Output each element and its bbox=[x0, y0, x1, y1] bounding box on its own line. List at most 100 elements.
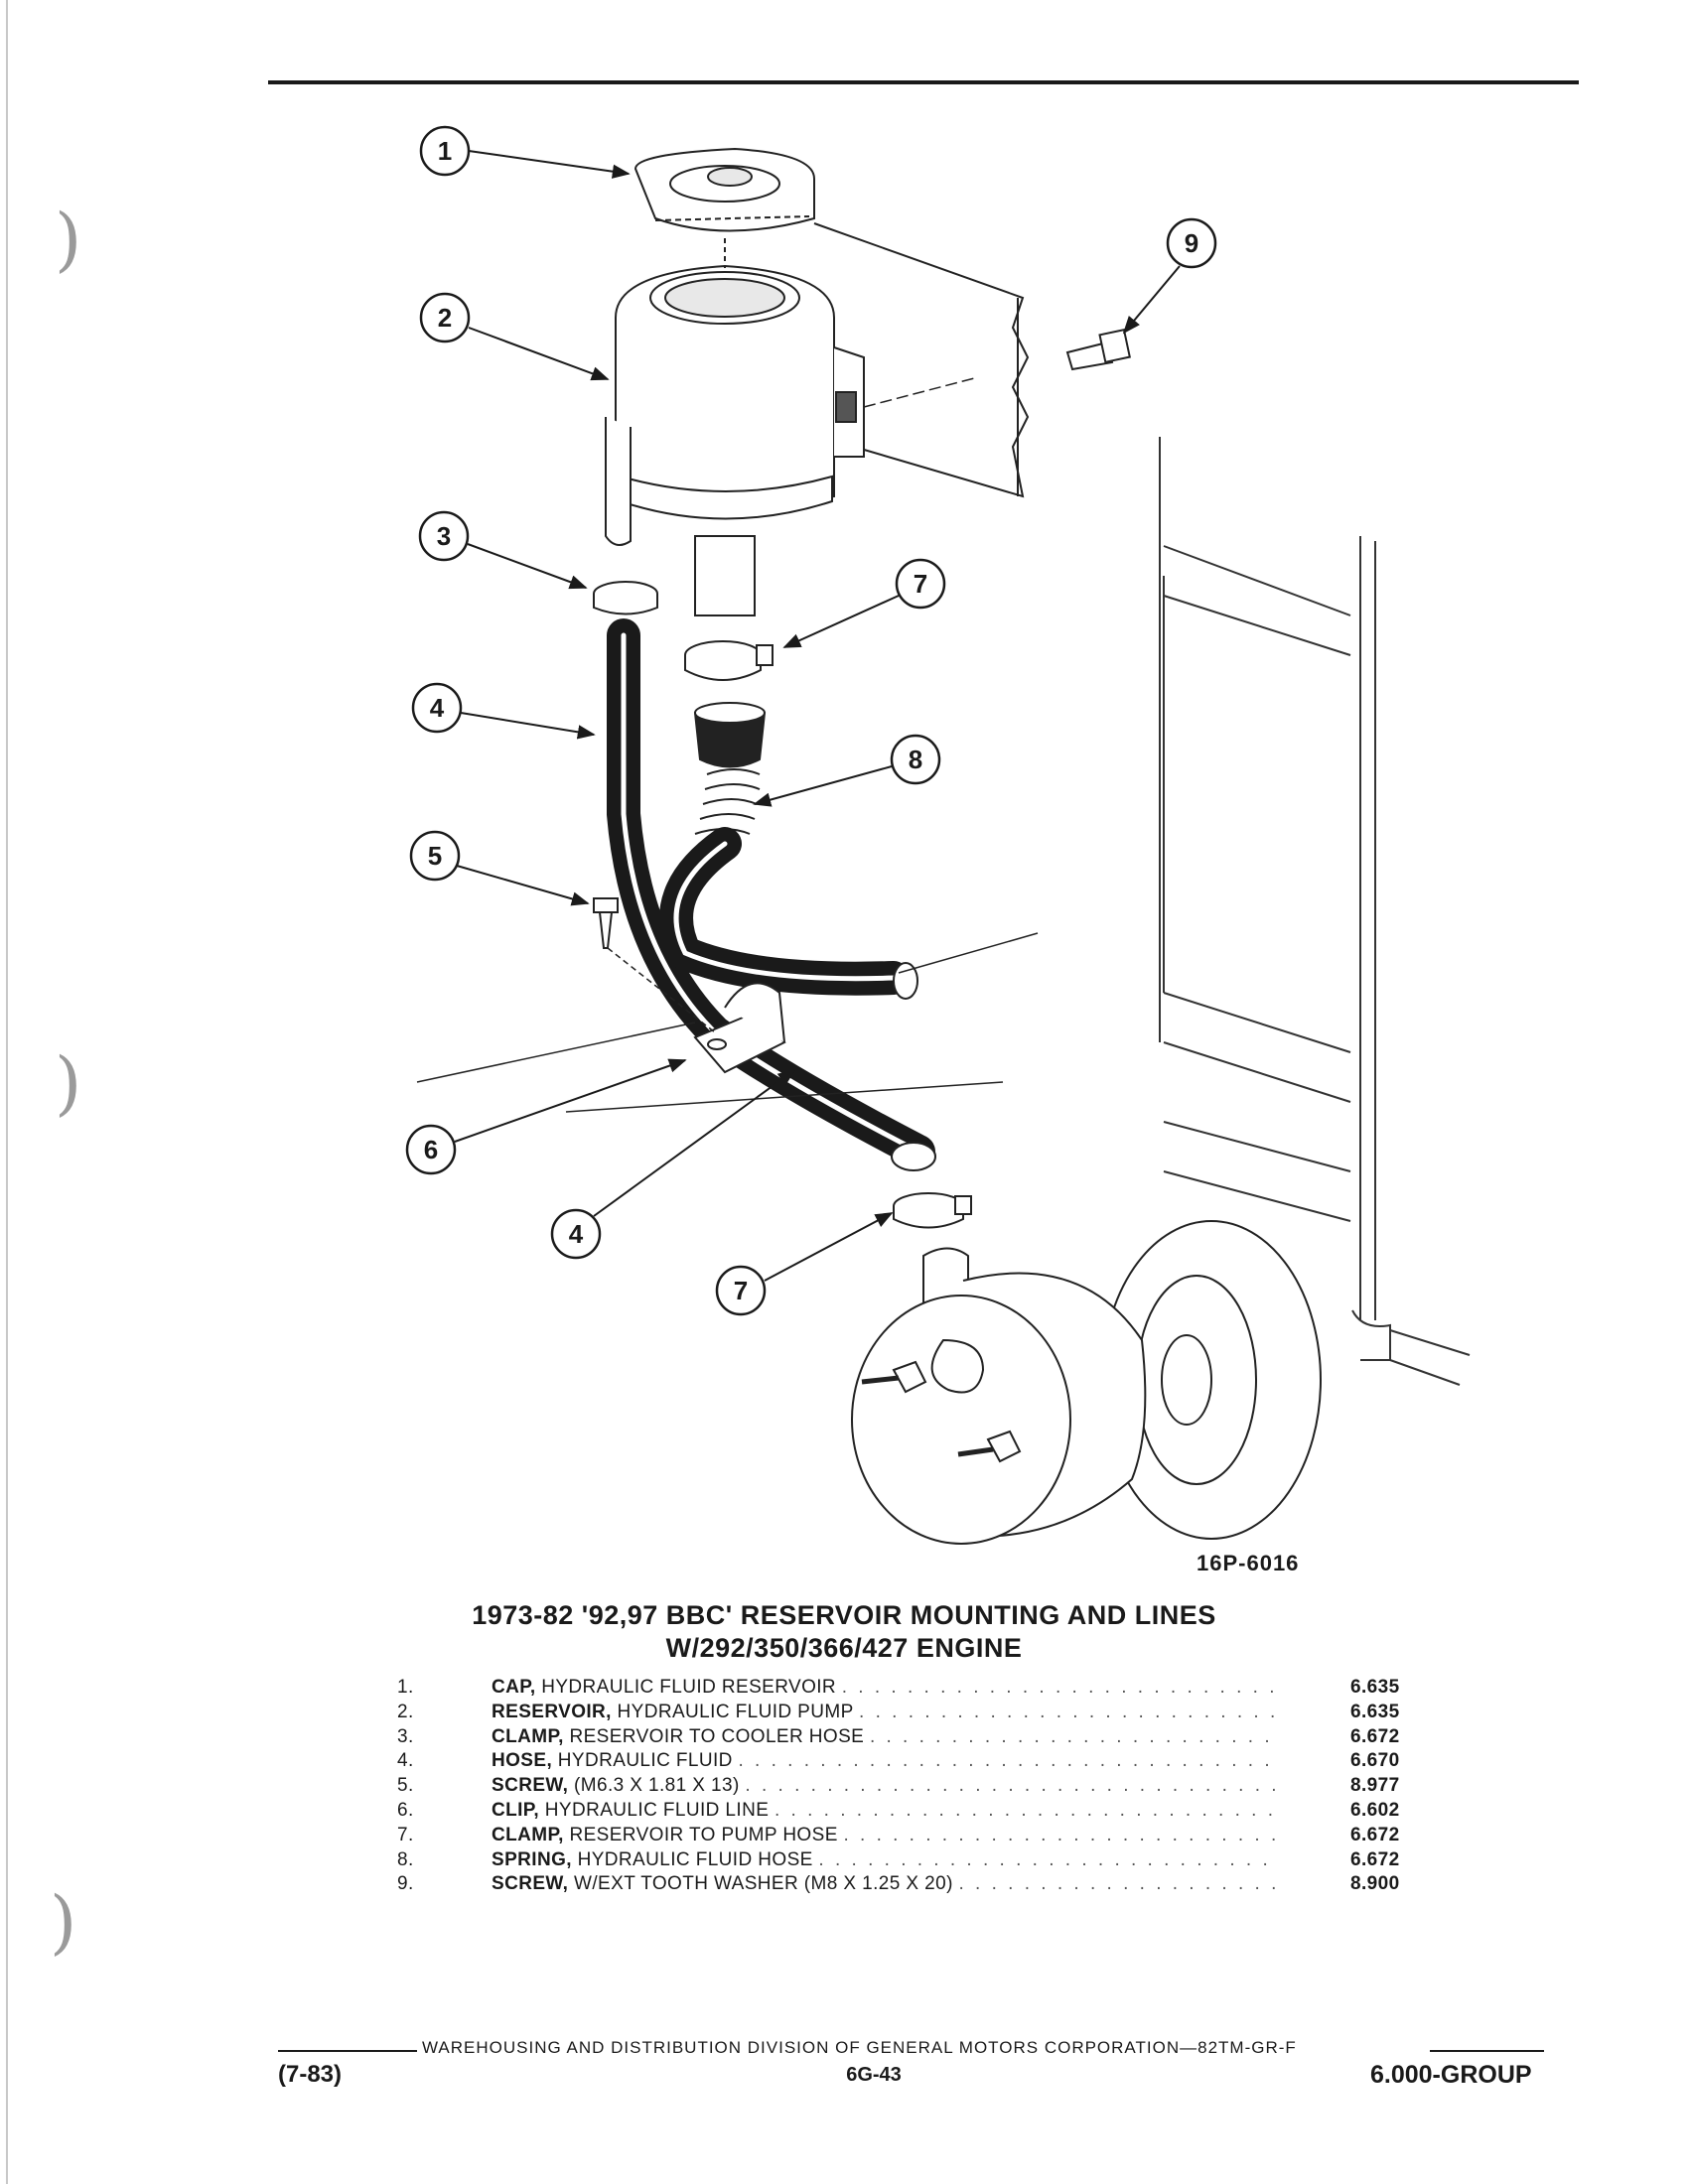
leader-dots: . . . . . . . . . . . . . . . . . . . . … bbox=[774, 1799, 1276, 1821]
clamp-upper-left bbox=[593, 581, 658, 615]
group-code: 6.670 bbox=[1350, 1750, 1400, 1772]
screw-with-washer bbox=[1065, 328, 1131, 371]
part-description: CLIP, HYDRAULIC FLUID LINE . . . . . . .… bbox=[492, 1799, 1276, 1824]
part-name: HOSE, bbox=[492, 1750, 553, 1772]
svg-text:1: 1 bbox=[438, 136, 452, 166]
callout-2: 2 bbox=[419, 292, 610, 381]
part-name: CLIP, bbox=[492, 1799, 540, 1821]
footer-division: WAREHOUSING AND DISTRIBUTION DIVISION OF… bbox=[422, 2038, 1297, 2057]
leader-dots: . . . . . . . . . . . . . . . . . . . . … bbox=[818, 1848, 1276, 1870]
parts-list-row: 8. SPRING, HYDRAULIC FLUID HOSE . . . . … bbox=[397, 1848, 1420, 1873]
callout-4-upper: 4 bbox=[411, 682, 596, 740]
leader-dots: . . . . . . . . . . . . . . . . . . . . … bbox=[843, 1824, 1276, 1845]
group-code: 6.672 bbox=[1350, 1725, 1400, 1747]
group-code: 6.602 bbox=[1350, 1799, 1400, 1821]
part-name: SCREW, bbox=[492, 1873, 569, 1895]
part-detail: HYDRAULIC FLUID HOSE bbox=[571, 1848, 813, 1870]
clamp-upper-right bbox=[684, 640, 774, 681]
group-code: 6.672 bbox=[1350, 1824, 1400, 1845]
part-detail: (M6.3 X 1.81 X 13) bbox=[568, 1775, 740, 1797]
leader-dots: . . . . . . . . . . . . . . . . . . . . … bbox=[841, 1677, 1276, 1698]
group-code: 8.900 bbox=[1350, 1873, 1400, 1895]
part-description: CAP, HYDRAULIC FLUID RESERVOIR . . . . .… bbox=[492, 1676, 1276, 1701]
callout-5: 5 bbox=[409, 830, 590, 906]
page-title-line2: W/292/350/366/427 ENGINE bbox=[665, 1633, 1023, 1663]
hose-clip bbox=[693, 982, 786, 1074]
svg-text:2: 2 bbox=[438, 303, 452, 333]
part-name: CLAMP, bbox=[492, 1725, 564, 1747]
svg-text:6: 6 bbox=[424, 1135, 438, 1164]
leader-dots: . . . . . . . . . . . . . . . . . . . . … bbox=[738, 1750, 1276, 1772]
header-rule bbox=[268, 80, 1579, 84]
parts-list-row: 3. CLAMP, RESERVOIR TO COOLER HOSE . . .… bbox=[397, 1725, 1420, 1750]
footer-page-number: 6G-43 bbox=[846, 2064, 902, 2086]
reference-lines bbox=[416, 932, 1039, 1113]
part-number: 8. bbox=[397, 1848, 414, 1870]
parts-list-row: 2. RESERVOIR, HYDRAULIC FLUID PUMP . . .… bbox=[397, 1701, 1420, 1725]
page-left-edge bbox=[6, 0, 8, 2184]
leader-dots: . . . . . . . . . . . . . . . . . . . . … bbox=[958, 1873, 1277, 1895]
parts-list-row: 7. CLAMP, RESERVOIR TO PUMP HOSE . . . .… bbox=[397, 1824, 1420, 1848]
leader-dots: . . . . . . . . . . . . . . . . . . . . … bbox=[859, 1701, 1276, 1722]
svg-text:7: 7 bbox=[734, 1276, 748, 1305]
part-detail: HYDRAULIC FLUID PUMP bbox=[611, 1701, 854, 1722]
parts-list: 1. CAP, HYDRAULIC FLUID RESERVOIR . . . … bbox=[397, 1676, 1420, 1897]
part-description: CLAMP, RESERVOIR TO COOLER HOSE . . . . … bbox=[492, 1725, 1276, 1750]
leader-dots: . . . . . . . . . . . . . . . . . . . . … bbox=[869, 1725, 1276, 1747]
mounting-bracket bbox=[813, 222, 1030, 498]
exploded-parts-diagram: 1 2 3 4 4 5 6 bbox=[405, 125, 1471, 1545]
hydraulic-pump bbox=[851, 1220, 1322, 1545]
binder-hole-mark: ) bbox=[50, 1881, 77, 1963]
svg-text:5: 5 bbox=[428, 841, 442, 871]
reservoir-cap bbox=[634, 147, 815, 232]
part-number: 5. bbox=[397, 1775, 414, 1797]
svg-text:4: 4 bbox=[569, 1219, 584, 1249]
part-description: CLAMP, RESERVOIR TO PUMP HOSE . . . . . … bbox=[492, 1824, 1276, 1848]
part-number: 7. bbox=[397, 1824, 414, 1845]
part-description: RESERVOIR, HYDRAULIC FLUID PUMP . . . . … bbox=[492, 1701, 1276, 1725]
callout-9: 9 bbox=[1122, 217, 1217, 335]
binder-hole-mark: ) bbox=[55, 199, 82, 280]
svg-text:9: 9 bbox=[1185, 228, 1198, 258]
leader-dots: . . . . . . . . . . . . . . . . . . . . … bbox=[745, 1775, 1276, 1797]
callout-7-upper: 7 bbox=[782, 558, 946, 648]
footer-date: (7-83) bbox=[278, 2061, 343, 2088]
part-detail: HYDRAULIC FLUID bbox=[552, 1750, 733, 1772]
part-detail: RESERVOIR TO PUMP HOSE bbox=[563, 1824, 838, 1845]
part-name: RESERVOIR, bbox=[492, 1701, 612, 1722]
vehicle-body-panel bbox=[1159, 437, 1471, 1386]
part-number: 9. bbox=[397, 1873, 414, 1895]
part-description: SCREW, (M6.3 X 1.81 X 13) . . . . . . . … bbox=[492, 1774, 1276, 1799]
part-description: SCREW, W/EXT TOOTH WASHER (M8 X 1.25 X 2… bbox=[492, 1872, 1276, 1897]
group-code: 6.635 bbox=[1350, 1701, 1400, 1722]
callout-1: 1 bbox=[419, 125, 631, 179]
part-name: CLAMP, bbox=[492, 1824, 564, 1845]
reservoir-body bbox=[605, 238, 865, 616]
part-number: 3. bbox=[397, 1725, 414, 1747]
part-number: 6. bbox=[397, 1799, 414, 1821]
part-detail: W/EXT TOOTH WASHER (M8 X 1.25 X 20) bbox=[568, 1873, 953, 1895]
parts-list-row: 9. SCREW, W/EXT TOOTH WASHER (M8 X 1.25 … bbox=[397, 1872, 1420, 1897]
part-detail: HYDRAULIC FLUID LINE bbox=[539, 1799, 770, 1821]
svg-text:7: 7 bbox=[914, 569, 927, 599]
callouts: 1 2 3 4 4 5 6 bbox=[405, 125, 1217, 1316]
callout-4-lower: 4 bbox=[550, 1068, 796, 1260]
callout-8: 8 bbox=[753, 734, 941, 807]
parts-list-row: 5. SCREW, (M6.3 X 1.81 X 13) . . . . . .… bbox=[397, 1774, 1420, 1799]
hose-spring bbox=[693, 702, 767, 835]
part-number: 2. bbox=[397, 1701, 414, 1722]
binder-hole-mark: ) bbox=[55, 1042, 82, 1124]
clip-screw bbox=[593, 897, 716, 1033]
callout-7-lower: 7 bbox=[715, 1212, 894, 1316]
footer-group: 6.000-GROUP bbox=[1370, 2061, 1532, 2089]
footer-rule-left bbox=[278, 2050, 417, 2052]
part-description: SPRING, HYDRAULIC FLUID HOSE . . . . . .… bbox=[492, 1848, 1276, 1873]
part-detail: HYDRAULIC FLUID RESERVOIR bbox=[535, 1677, 837, 1698]
callout-3: 3 bbox=[418, 510, 588, 590]
part-name: CAP, bbox=[492, 1677, 536, 1698]
parts-list-row: 1. CAP, HYDRAULIC FLUID RESERVOIR . . . … bbox=[397, 1676, 1420, 1701]
group-code: 6.672 bbox=[1350, 1848, 1400, 1870]
page-title-line1: 1973-82 '92,97 BBC' RESERVOIR MOUNTING A… bbox=[472, 1600, 1216, 1630]
svg-text:3: 3 bbox=[437, 521, 451, 551]
parts-list-row: 4. HOSE, HYDRAULIC FLUID . . . . . . . .… bbox=[397, 1749, 1420, 1774]
